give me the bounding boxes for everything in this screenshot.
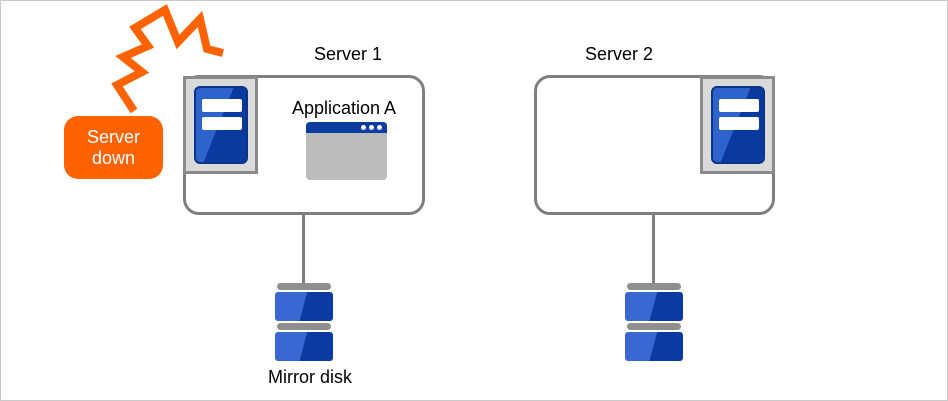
server2-disk-connector <box>652 213 655 285</box>
server-tower-icon <box>700 76 775 174</box>
server-tower <box>710 86 765 164</box>
disk-cap <box>627 323 681 330</box>
disk-cap <box>627 283 681 290</box>
mirror-disk-label: Mirror disk <box>268 367 352 387</box>
disk-cap <box>277 323 331 330</box>
disk-platter <box>625 332 683 361</box>
lightning-bolt-icon <box>111 4 224 114</box>
server1-title: Server 1 <box>313 44 383 64</box>
server1-disk-connector <box>302 213 305 285</box>
tower-slot <box>201 99 242 112</box>
tower-slot <box>718 117 759 130</box>
app-window-titlebar <box>306 122 387 133</box>
titlebar-dot <box>377 125 382 130</box>
titlebar-dot <box>369 125 374 130</box>
disk-cap <box>277 283 331 290</box>
disk-platter <box>625 292 683 321</box>
server-down-label-line2: down <box>91 147 136 168</box>
server2-title: Server 2 <box>584 44 654 64</box>
disk-platter <box>275 292 333 321</box>
tower-slot <box>718 99 759 112</box>
tower-slot <box>201 117 242 130</box>
app-window-icon <box>306 122 387 180</box>
disk-stack-icon <box>275 283 333 363</box>
disk-stack-icon <box>625 283 683 363</box>
disk-platter <box>275 332 333 361</box>
server-tower <box>193 86 248 164</box>
server-tower-icon <box>183 76 258 174</box>
server-down-label-line1: Server <box>86 126 140 147</box>
application-a-label: Application A <box>291 98 397 118</box>
server-down-badge: Server down <box>64 116 163 179</box>
titlebar-dot <box>361 125 366 130</box>
